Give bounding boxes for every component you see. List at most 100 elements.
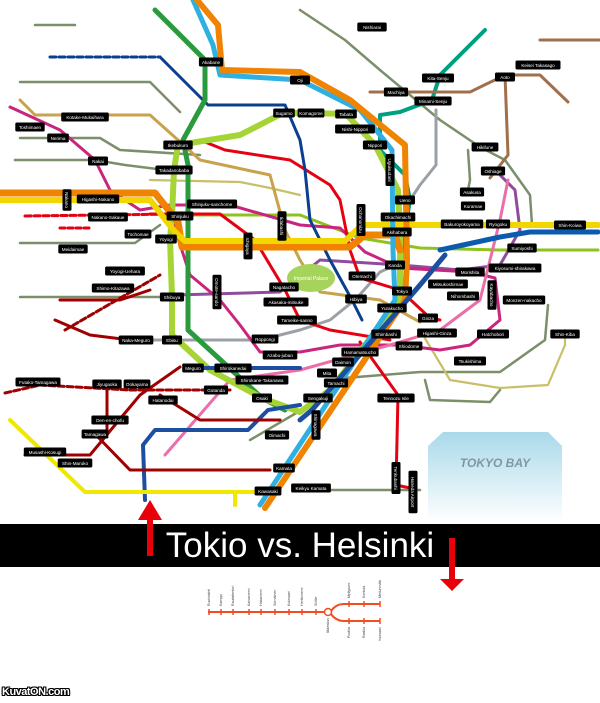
station-label: Tennozu Isle	[377, 393, 415, 403]
station-name: Osaki	[256, 396, 268, 401]
station-label: Kuramae	[460, 201, 486, 211]
station-name: Nippori	[368, 143, 383, 148]
station-label: Daimon	[332, 357, 354, 367]
station-label: Kayabacho	[487, 280, 497, 310]
station-name: Ginza	[422, 316, 434, 321]
metro-station-name: Puotila	[347, 627, 351, 638]
station-name: Takadanobaba	[159, 168, 190, 173]
station-label: Shibuya	[159, 292, 185, 302]
station-name: Musashi-Kosugi	[29, 450, 62, 455]
metro-station-name: Kaisaniemi	[247, 588, 251, 606]
station-label: Tamagawa	[81, 429, 109, 439]
station-label: Ueno	[395, 195, 415, 205]
station-name: Ochanomizu	[358, 207, 363, 233]
station-label: Ebisu	[162, 335, 182, 345]
station-name: Komagome	[299, 111, 323, 116]
station-name: Ebisu	[166, 338, 178, 343]
station-label: Komagome	[297, 108, 325, 118]
station-label: Kamata	[273, 463, 295, 473]
rail-line	[3, 383, 232, 395]
station-name: Akihabara	[387, 230, 408, 235]
metro-branches	[330, 603, 380, 622]
imperial-palace-label: Imperial Palace	[294, 276, 329, 282]
rail-line	[148, 178, 302, 197]
station-label: Nerima	[47, 133, 69, 143]
rail-line	[466, 148, 472, 192]
station-name: Tamachi	[327, 381, 344, 386]
station-name: Shimbashi	[375, 332, 396, 337]
station-name: Oimachi	[269, 433, 286, 438]
station-name: Shinjuku	[171, 214, 189, 219]
station-label: Hamamatsucho	[341, 347, 379, 357]
station-label: Oji	[290, 75, 310, 85]
station-label: Futako-Tamagawa	[15, 377, 61, 387]
station-label: Morishita	[455, 267, 485, 277]
rail-line	[141, 403, 302, 502]
metro-station-name: Myllypuro	[347, 583, 351, 598]
station-label: Kiyosumi-shirakawa	[488, 263, 542, 273]
station-label: Tameike-sanno	[277, 315, 317, 325]
station-label: Mita	[317, 368, 337, 378]
metro-station-name: Kulosaari	[287, 591, 291, 606]
station-name: Keikyu Kamata	[296, 486, 327, 491]
metro-station-name: Kontula	[362, 586, 366, 598]
station-name: Ikebukuro	[168, 143, 189, 148]
station-label: Nihombashi	[447, 291, 479, 301]
station-name: Ueno	[400, 198, 411, 203]
station-label: Tenkubashi	[391, 462, 401, 494]
metro-station-name: Mellunmäki	[378, 580, 382, 598]
station-label: Sugamo	[273, 108, 295, 118]
tokyo-subway-map: TOKYO BAY Imperial Palace AkabaneOjiNish…	[0, 0, 600, 522]
station-name: Gotanda	[207, 388, 225, 393]
station-label: Ikebukuro	[163, 140, 193, 150]
station-label: Yoyogi-Uehara	[105, 266, 145, 276]
station-name: Akabane	[202, 60, 221, 65]
station-name: Shinjuku-sanchome	[192, 202, 233, 207]
station-label: Bakuroyokoyama	[440, 219, 484, 229]
station-name: Naka-Meguro	[122, 338, 150, 343]
station-label: Tamachi	[323, 378, 349, 388]
station-name: Okachimachi	[385, 215, 412, 220]
rail-line	[63, 273, 162, 332]
station-label: Nishi-Nippori	[335, 124, 375, 134]
station-name: Kuramae	[464, 204, 483, 209]
station-name: Omote-sando	[214, 278, 219, 306]
station-name: Hamamatsucho	[344, 350, 377, 355]
station-name: Azabu-juban	[267, 353, 293, 358]
station-name: Tenkubashi	[393, 466, 398, 489]
station-label: Kawasaki	[254, 486, 282, 496]
station-label: Machiya	[383, 87, 409, 97]
station-label: Tokyo	[392, 286, 412, 296]
station-label: Oimachi	[264, 430, 290, 440]
rail-line	[358, 340, 412, 490]
station-name: Nishiarai	[363, 25, 381, 30]
station-name: Kita-Senju	[427, 76, 449, 81]
station-name: Shimo-Kitazawa	[96, 286, 130, 291]
station-name: Kawasaki	[258, 489, 278, 494]
station-name: Hatanodai	[153, 398, 174, 403]
rail-line	[418, 328, 567, 390]
station-name: Iidabashi	[279, 217, 284, 235]
metro-station-name: Sörnäinen	[273, 590, 277, 606]
station-name: Shirokane-Takanawa	[241, 378, 284, 383]
station-name: Haneda Airport	[410, 477, 415, 508]
station-label: Gotanda	[203, 385, 229, 395]
station-label: Oshiage	[480, 166, 506, 176]
station-name: Yoyogi	[159, 237, 173, 242]
station-label: Monzen-nakacho	[502, 295, 546, 305]
station-label: Shirokane-Takanawa	[235, 375, 289, 385]
station-label: Ichigaya	[243, 232, 253, 260]
station-name: Uguisudani	[387, 159, 392, 182]
rail-line	[152, 7, 288, 413]
metro-station-name: Itäkeskus	[326, 618, 330, 633]
station-label: Asakusa	[459, 187, 485, 197]
station-name: Futako-Tamagawa	[19, 380, 57, 385]
station-label: Kotake-Mukaihara	[61, 112, 109, 122]
watermark: KuvatON.com	[2, 686, 70, 698]
station-name: Meidaimae	[62, 247, 85, 252]
station-label: Hatchobori	[477, 329, 509, 339]
station-label: Shimo-Kitazawa	[91, 283, 135, 293]
metro-station-name: Hakaniemi	[259, 589, 263, 606]
station-label: Den-en-chofu	[91, 415, 129, 425]
station-label: Osaki	[252, 393, 272, 403]
